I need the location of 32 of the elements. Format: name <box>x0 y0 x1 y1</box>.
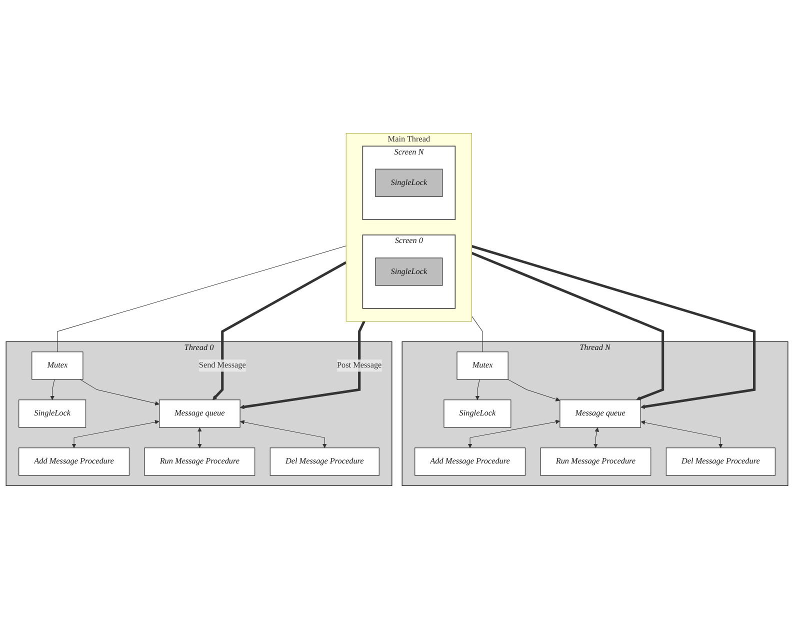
edge-label: Post Message <box>336 361 382 370</box>
edge-label: Send Message <box>198 361 246 370</box>
node-box: Mutex <box>32 352 84 380</box>
node-box: Del Message Procedure <box>666 448 776 476</box>
arrow <box>240 320 366 410</box>
connector <box>472 316 483 352</box>
arrow <box>468 420 560 448</box>
connector <box>57 246 346 352</box>
node-box: SingleLock <box>18 400 86 428</box>
node-box: SingleLock <box>444 400 512 428</box>
node-box: Mutex <box>456 352 508 380</box>
arrow <box>212 261 347 400</box>
node-box: Message queue <box>158 400 240 428</box>
node-box: Add Message Procedure <box>414 448 526 476</box>
arrow <box>640 420 723 448</box>
arrow <box>197 427 202 448</box>
arrow <box>508 379 560 402</box>
arrow <box>50 379 55 400</box>
arrow <box>471 252 664 401</box>
node-box: Add Message Procedure <box>18 448 130 476</box>
node-box: Run Message Procedure <box>540 448 652 476</box>
node-box: Del Message Procedure <box>270 448 380 476</box>
node-box: SingleLock <box>375 168 443 197</box>
node-box: SingleLock <box>375 258 443 286</box>
arrow <box>240 420 327 448</box>
arrow <box>72 420 160 448</box>
node-box: Message queue <box>560 400 642 428</box>
arrow <box>593 427 600 448</box>
arrow <box>80 379 160 406</box>
arrow <box>471 245 756 409</box>
node-box: Run Message Procedure <box>144 448 256 476</box>
arrow <box>475 379 480 400</box>
